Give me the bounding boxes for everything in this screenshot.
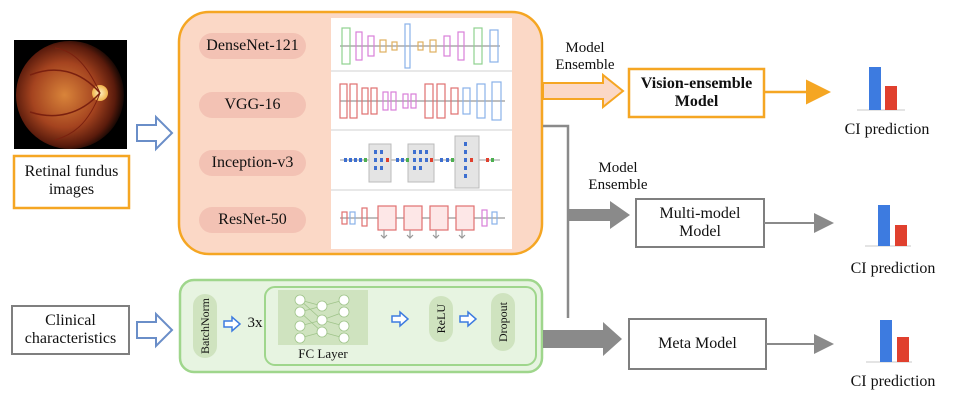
- clinical-arrow-icon: [136, 311, 174, 349]
- inception-architecture-icon: [340, 135, 500, 189]
- batchnorm-label: BatchNorm: [197, 298, 212, 354]
- ensemble-label-mid: Model Ensemble: [588, 160, 648, 194]
- architecture-dividers: [331, 70, 512, 191]
- relu-block: ReLU: [429, 296, 453, 342]
- clinical-label: Clinical characteristics: [24, 312, 117, 348]
- dropout-block: Dropout: [491, 293, 515, 351]
- fundus-image: [14, 40, 127, 149]
- fundus-label-box: [12, 154, 131, 210]
- vgg-architecture-icon: [339, 81, 505, 121]
- meta-model-arrow: [543, 322, 622, 356]
- densenet-architecture-icon: [340, 23, 500, 69]
- model-pill-resnet: ResNet-50: [199, 207, 306, 233]
- bar-chart-icon: [866, 320, 912, 363]
- ci-prediction-label-3: CI prediction: [850, 373, 936, 390]
- neural-network-icon: [294, 294, 350, 344]
- vision-ensemble-label: Vision-ensemble Model: [640, 74, 753, 110]
- fc-layer-label: FC Layer: [298, 346, 348, 361]
- model-pill-inception: Inception-v3: [199, 150, 306, 176]
- batchnorm-block: BatchNorm: [193, 294, 217, 358]
- fundus-label: Retinal fundus images: [24, 163, 119, 199]
- bar-chart-icon: [865, 205, 911, 247]
- meta-model-box: [628, 318, 767, 370]
- model-pill-vgg: VGG-16: [199, 92, 306, 118]
- resnet-architecture-icon: [340, 205, 505, 239]
- small-arrow-icons: [223, 310, 478, 333]
- relu-label: ReLU: [433, 304, 448, 334]
- dropout-label: Dropout: [495, 302, 510, 342]
- repeat-label: 3x: [247, 315, 263, 331]
- bar-chart-icon: [857, 67, 905, 111]
- vision-ensemble-box: [627, 67, 766, 119]
- meta-model-label: Meta Model: [658, 334, 737, 352]
- ensemble-label-top: Model Ensemble: [555, 40, 615, 74]
- clinical-label-box: [11, 305, 130, 355]
- connector-line: [543, 124, 570, 318]
- ci-prediction-label-2: CI prediction: [850, 260, 936, 277]
- model-pill-densenet: DenseNet-121: [199, 33, 306, 59]
- ci-prediction-label-1: CI prediction: [844, 121, 930, 138]
- multi-model-box: [635, 198, 765, 248]
- multi-model-label: Multi-model Model: [659, 204, 741, 240]
- input-arrow-icon: [136, 114, 174, 152]
- multi-model-arrow: [568, 201, 630, 229]
- vision-ensemble-arrow: [542, 72, 625, 110]
